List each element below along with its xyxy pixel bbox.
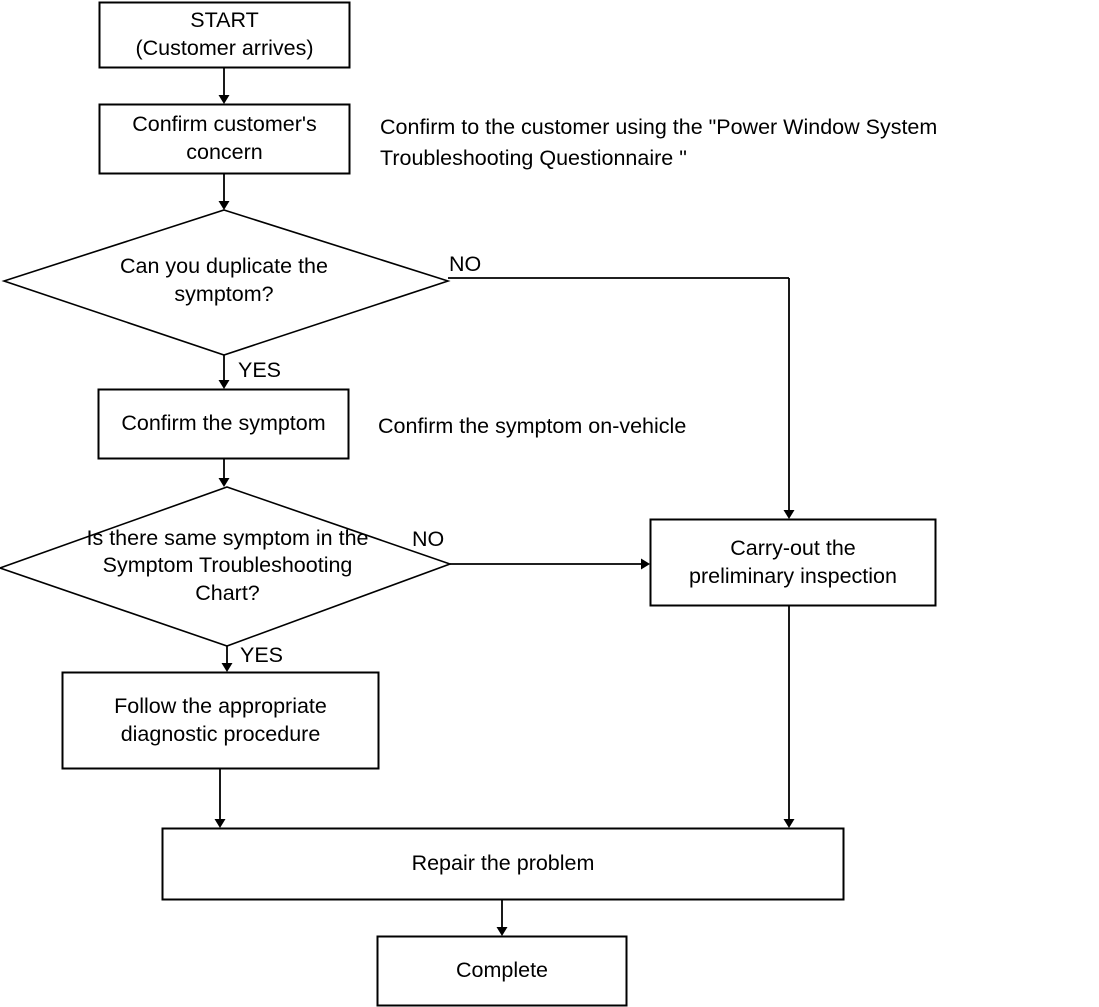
edge-label-chart-yes: YES bbox=[240, 643, 284, 667]
edge-label-chart-no: NO bbox=[412, 527, 445, 551]
annotation-questionnaire-note: Confirm to the customer using the "Power… bbox=[380, 115, 938, 170]
edge-label-duplicate-no: NO bbox=[449, 252, 482, 276]
node-shape-repair-problem bbox=[161, 827, 845, 901]
node-shape-confirm-symptom bbox=[97, 388, 350, 460]
node-shape-confirm-concern bbox=[98, 103, 351, 175]
node-shape-start bbox=[98, 1, 351, 69]
node-shape-preliminary-inspection bbox=[649, 518, 937, 607]
node-shape-duplicate-symptom bbox=[1, 209, 451, 356]
node-shape-same-symptom-chart bbox=[0, 486, 453, 647]
node-shape-complete bbox=[376, 935, 628, 1007]
node-shape-diagnostic-procedure bbox=[61, 671, 380, 770]
edge-label-duplicate-yes: YES bbox=[238, 358, 282, 382]
annotation-on-vehicle-note: Confirm the symptom on-vehicle bbox=[378, 414, 687, 438]
